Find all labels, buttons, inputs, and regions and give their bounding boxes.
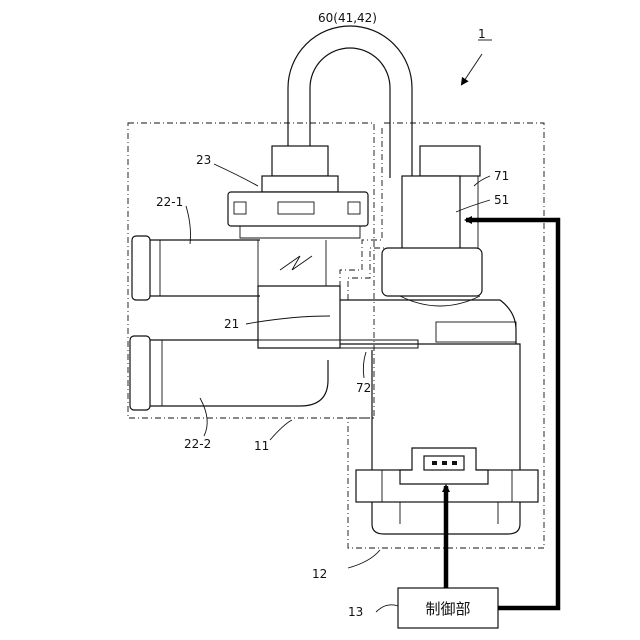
valve-cap: [228, 146, 368, 238]
controller-name: 制御部: [425, 600, 470, 618]
pipe-upper: [132, 236, 260, 300]
pump-body: [340, 300, 538, 534]
leader-13: [376, 605, 398, 612]
label-valve-cap: 23: [196, 153, 211, 167]
leader-22-2: [200, 398, 207, 436]
label-unit-right: 12: [312, 567, 327, 581]
leader-12: [348, 550, 380, 568]
label-pipe-top: 22-1: [156, 195, 183, 209]
leader-22-1: [186, 206, 191, 244]
label-motor-connector: 51: [494, 193, 509, 207]
label-body: 21: [224, 317, 239, 331]
label-controller-ref: 13: [348, 605, 363, 619]
leader-51: [456, 200, 490, 212]
label-device: 1: [478, 27, 486, 41]
leader-72: [363, 352, 366, 378]
controller-box[interactable]: 制御部: [398, 588, 498, 628]
label-partition: 72: [356, 381, 371, 395]
label-motor-top: 71: [494, 169, 509, 183]
label-unit-left: 11: [254, 439, 269, 453]
connector: [400, 448, 488, 484]
leader-11: [270, 420, 292, 440]
device-pointer: [462, 54, 482, 84]
motor-top: [382, 146, 482, 306]
leader-71: [474, 176, 490, 186]
label-pipe-bottom: 22-2: [184, 437, 211, 451]
left-unit-boundary: [128, 123, 374, 418]
pipe-lower: [130, 336, 328, 410]
leader-23: [214, 164, 258, 186]
label-pipe: 60(41,42): [318, 11, 377, 25]
